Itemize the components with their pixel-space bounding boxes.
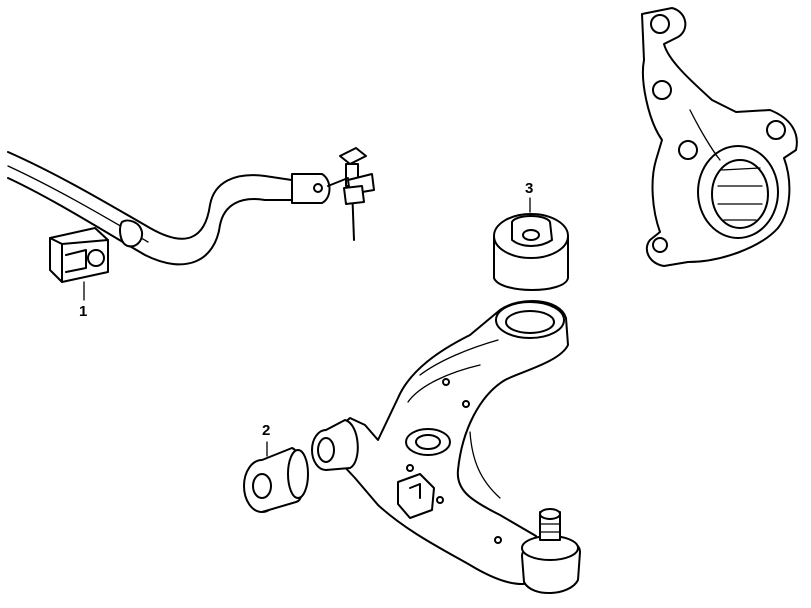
- callout-1: 1: [79, 303, 88, 320]
- lower-arm-bushing-g: [493, 213, 569, 291]
- callout-3: 3: [525, 180, 534, 197]
- steering-knuckle: [641, 7, 798, 267]
- lower-arm-bushing: [243, 447, 309, 513]
- stabilizer-link: [327, 147, 375, 241]
- ball-joint: [521, 508, 581, 595]
- callout-2: 2: [262, 422, 271, 439]
- lower-control-arm: [311, 300, 569, 585]
- stabilizer-bar: [7, 151, 331, 266]
- stabilizer-bushing: [49, 227, 109, 283]
